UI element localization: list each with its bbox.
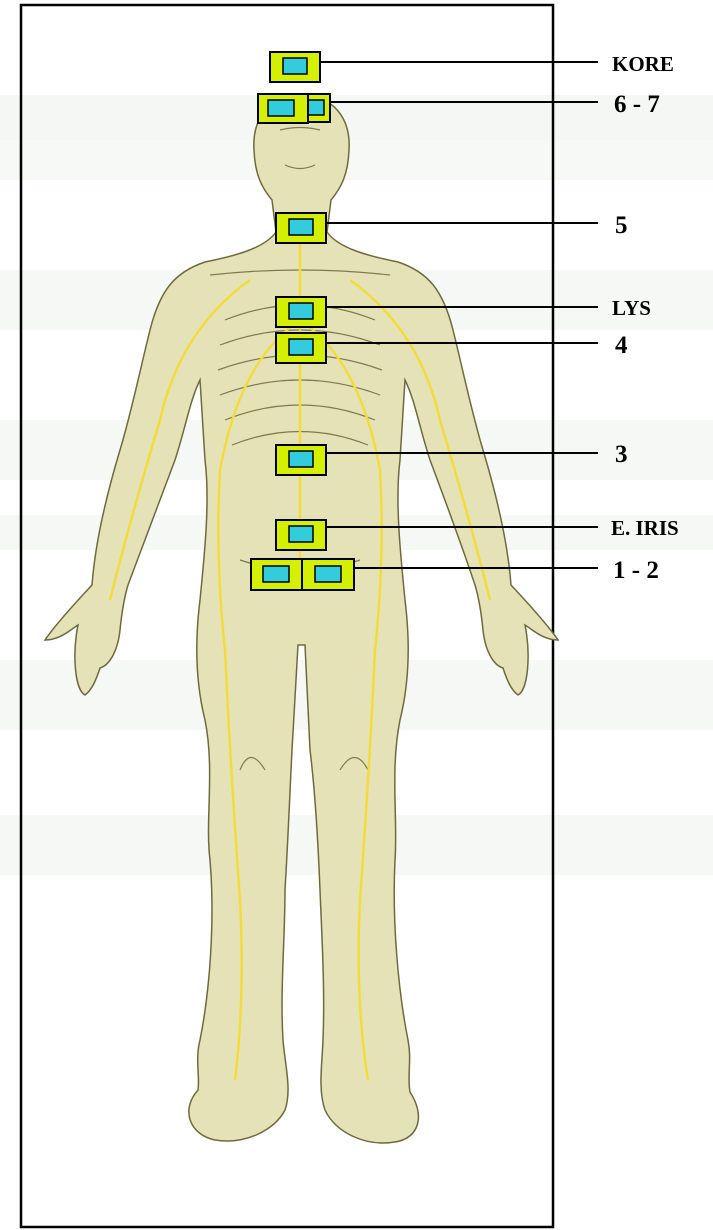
marker-1-2-right (302, 559, 354, 590)
marker-kore (270, 52, 320, 82)
label-5: 5 (615, 212, 628, 239)
label-1-2: 1 - 2 (613, 557, 659, 584)
figure-body (45, 95, 558, 1143)
label-e-iris: E. IRIS (611, 516, 679, 540)
marker-3 (276, 445, 326, 475)
label-4: 4 (615, 332, 628, 359)
marker-1-2-left (251, 559, 303, 590)
marker-e-iris (276, 520, 326, 550)
marker-4 (276, 333, 326, 363)
human-figure (45, 95, 558, 1143)
marker-5 (276, 213, 326, 243)
label-6-7: 6 - 7 (614, 91, 660, 118)
label-lys: LYS (612, 296, 651, 320)
marker-6-7-left (258, 94, 308, 123)
marker-lys (276, 297, 326, 327)
label-kore: KORE (612, 52, 674, 76)
label-3: 3 (615, 441, 628, 468)
